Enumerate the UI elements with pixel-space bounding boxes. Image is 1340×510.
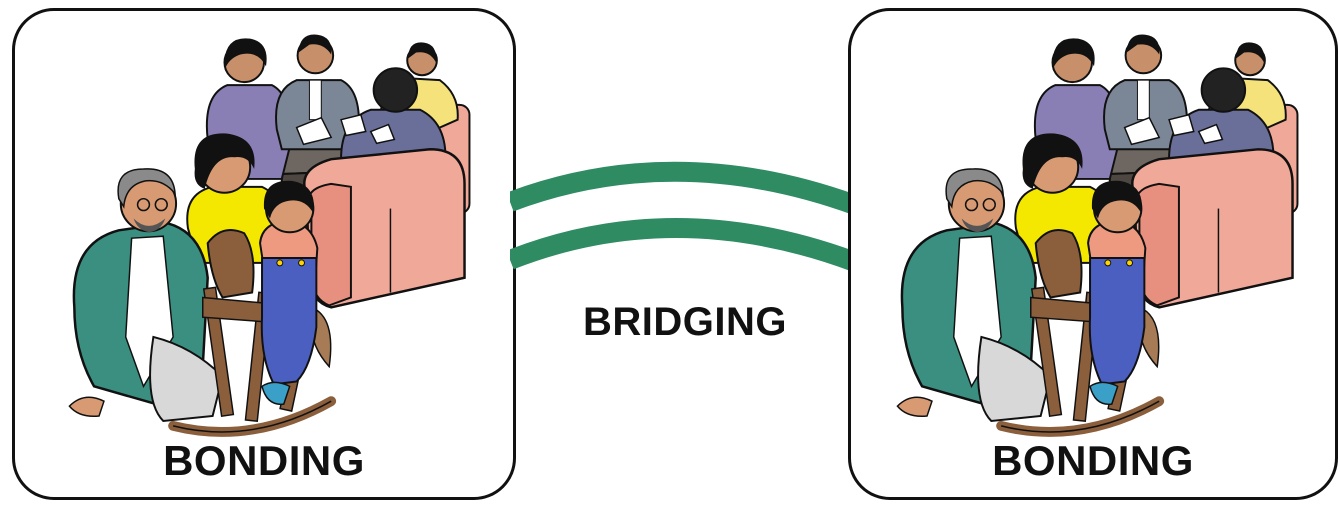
bonding-panel-left: BONDING [12, 8, 516, 500]
bonding-label-right: BONDING [851, 437, 1335, 485]
bridging-label: BRIDGING [520, 300, 850, 345]
family-and-business-illustration-right [851, 11, 1335, 497]
bonding-panel-right: BONDING [848, 8, 1338, 500]
bridge-arcs-graphic [510, 150, 855, 290]
bonding-label-left: BONDING [15, 437, 513, 485]
family-and-business-illustration-left [15, 11, 513, 497]
